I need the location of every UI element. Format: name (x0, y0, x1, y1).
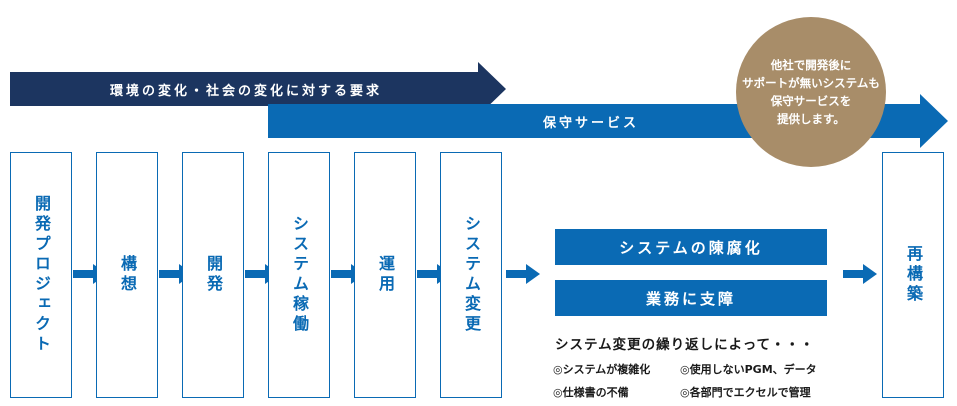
maintenance-banner-label: 保守サービス (543, 115, 640, 131)
panel-business-hindrance: 業務に支障 (555, 280, 827, 316)
support-callout-circle: 他社で開発後に サポートが無いシステムも 保守サービスを 提供します。 (736, 17, 886, 167)
panel-label: システムの陳腐化 (619, 238, 763, 257)
step-label: システム変更 (462, 215, 481, 335)
callout-line: サポートが無いシステムも (742, 76, 880, 90)
step-label: システム稼働 (290, 215, 309, 335)
repeat-change-caption: システム変更の繰り返しによって・・・ (555, 337, 815, 353)
demand-banner-label: 環境の変化・社会の変化に対する要求 (110, 83, 383, 99)
step-development: 開発 (182, 152, 244, 398)
step-label: 再構築 (904, 245, 923, 305)
step-label: 構想 (118, 255, 137, 295)
callout-line: 他社で開発後に (770, 58, 852, 72)
flow-arrow-icon (843, 264, 877, 284)
step-concept: 構想 (96, 152, 158, 398)
step-rebuild: 再構築 (882, 152, 944, 398)
panel-system-obsolescence: システムの陳腐化 (555, 229, 827, 265)
maintenance-banner-arrowhead (920, 94, 948, 148)
step-label: 開発 (204, 255, 223, 295)
step-system-operation-start: システム稼働 (268, 152, 330, 398)
note-item: ◎各部門でエクセルで管理 (680, 386, 811, 399)
step-label: 開発プロジェクト (32, 195, 51, 355)
note-item: ◎仕様書の不備 (553, 386, 629, 399)
note-item: ◎使用しないPGM、データ (680, 363, 817, 376)
panel-label: 業務に支障 (645, 289, 736, 308)
note-item: ◎システムが複雑化 (553, 363, 651, 376)
flow-arrow-icon (506, 264, 540, 284)
step-development-project: 開発プロジェクト (10, 152, 72, 398)
step-label: 運用 (376, 255, 395, 295)
callout-line: 保守サービスを (770, 94, 852, 108)
callout-line: 提供します。 (777, 112, 845, 126)
step-operation: 運用 (354, 152, 416, 398)
demand-banner: 環境の変化・社会の変化に対する要求 (10, 72, 478, 106)
step-system-change: システム変更 (440, 152, 502, 398)
